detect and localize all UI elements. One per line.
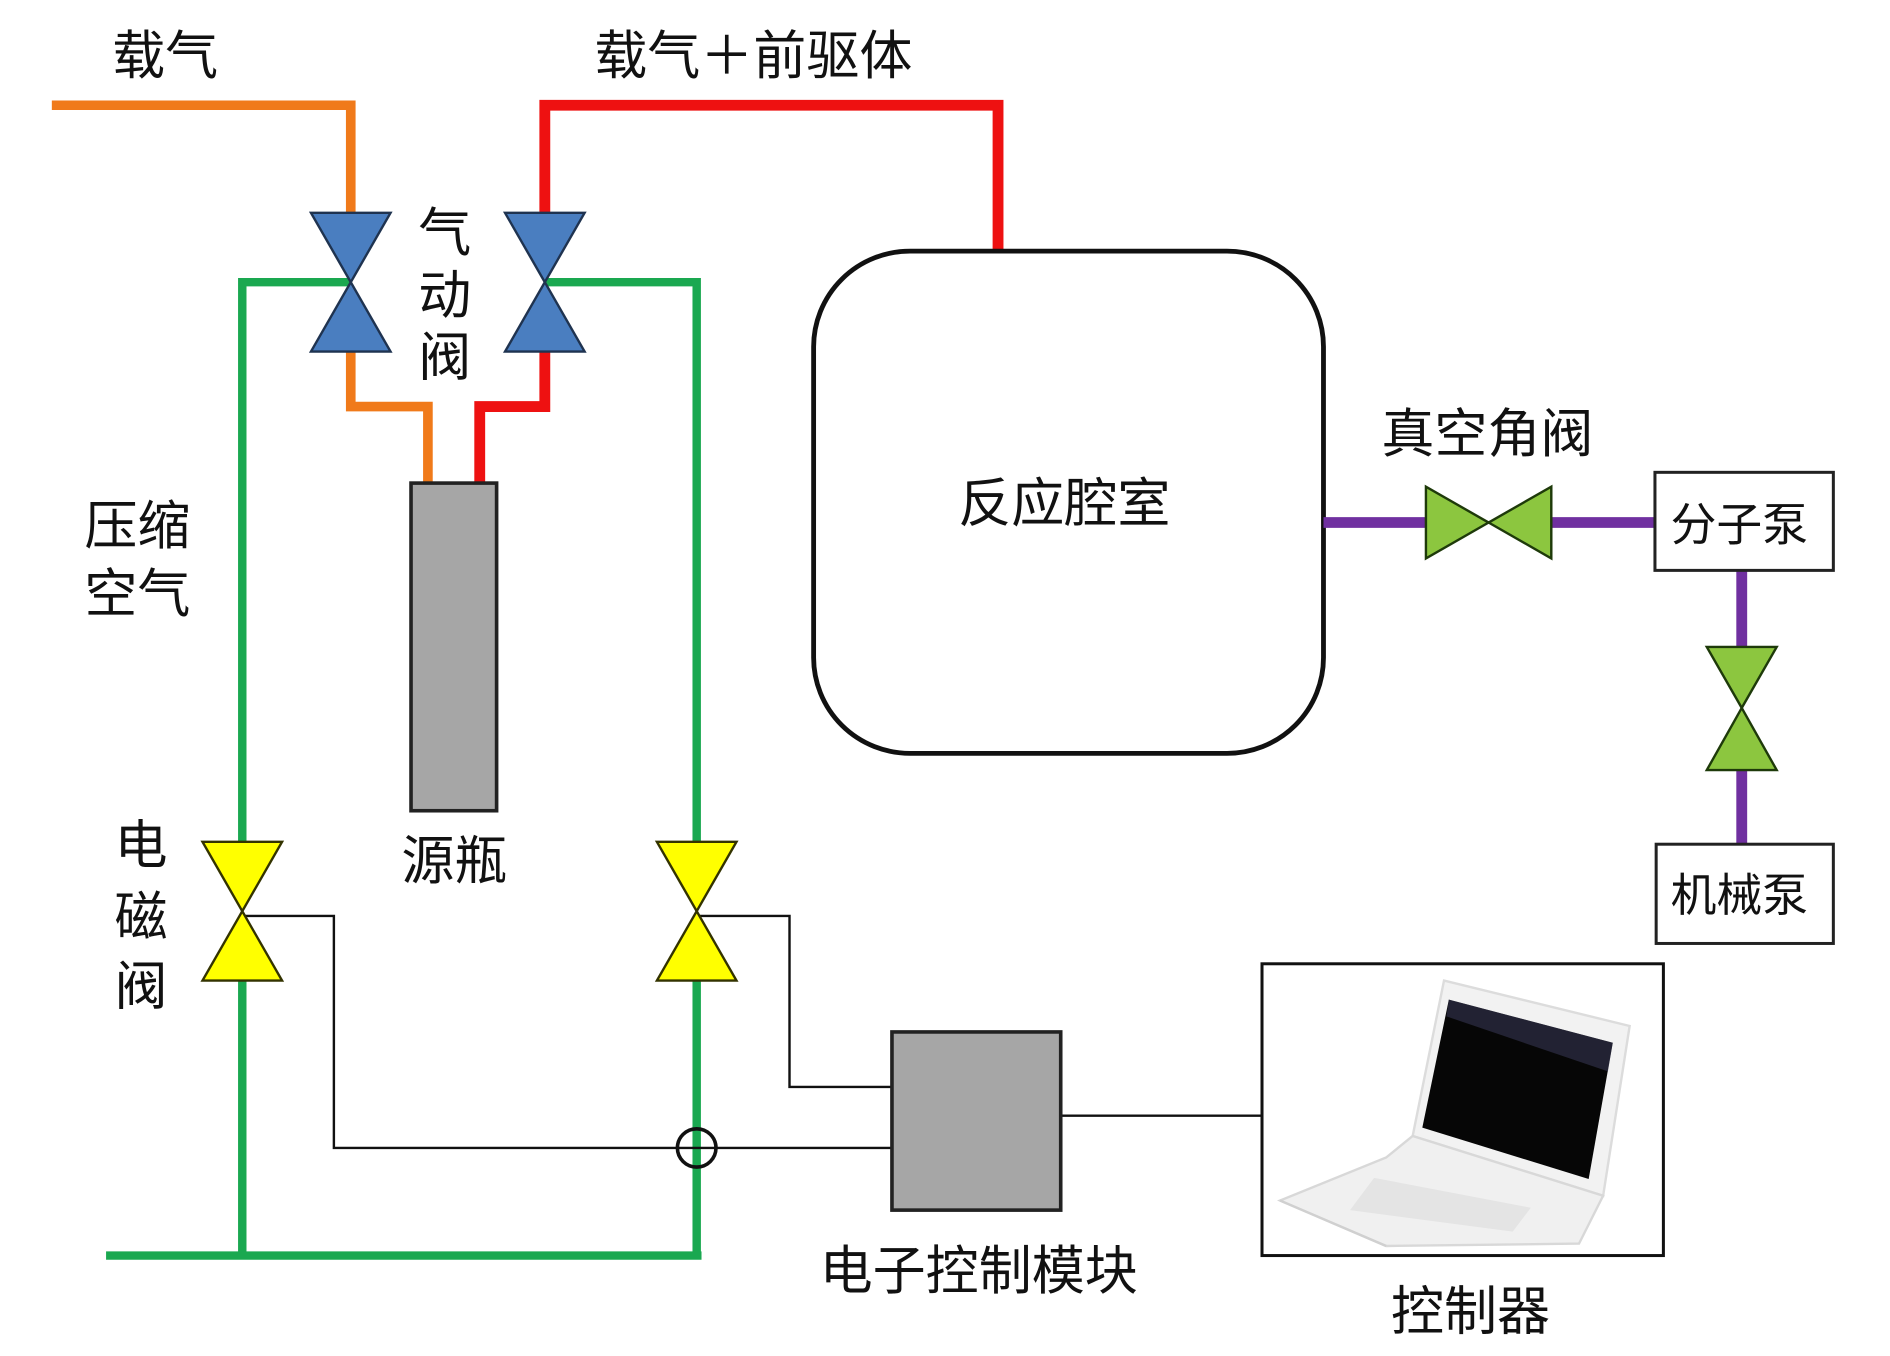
molecular-pump-box [1653,470,1835,572]
svg-text:电: 电 [115,816,168,877]
label-solenoid-valve: 电 磁 阀 [115,816,168,1018]
signal-wires [242,914,1263,1150]
svg-text:动: 动 [418,265,471,326]
laptop-icon [1276,979,1632,1248]
svg-text:气: 气 [418,203,471,264]
vacuum-angle-valve[interactable] [1424,484,1553,561]
label-vacuum-angle-valve: 真空角阀 [1381,404,1593,465]
solenoid-valve-right[interactable] [654,840,739,982]
mechanical-pump-box [1654,842,1835,945]
electronic-control-module [890,1030,1063,1212]
pneumatic-valve-right[interactable] [502,211,587,353]
label-mechanical-pump: 机械泵 [1671,869,1808,922]
wire-crossing-marker [675,1127,718,1169]
foreline-valve[interactable] [1704,645,1779,772]
svg-text:阀: 阀 [115,957,168,1018]
pneumatic-valve-left[interactable] [308,211,393,353]
vacuum-line [1323,517,1748,845]
label-controller: 控制器 [1391,1282,1550,1343]
source-bottle [409,481,499,813]
label-electronic-control-module: 电子控制模块 [820,1241,1138,1302]
svg-text:空气: 空气 [84,564,190,625]
carrier-gas-line [51,100,433,485]
label-source-bottle: 源瓶 [401,831,507,892]
label-reaction-chamber: 反应腔室 [958,474,1170,535]
svg-text:磁: 磁 [115,887,168,948]
svg-text:阀: 阀 [418,328,471,389]
svg-text:压缩: 压缩 [84,496,190,557]
label-molecular-pump: 分子泵 [1671,499,1808,552]
solenoid-valve-left[interactable] [200,840,285,982]
label-pneumatic-valve: 气 动 阀 [418,203,471,388]
label-carrier-gas: 载气 [112,26,218,87]
label-compressed-air: 压缩 空气 [84,496,190,625]
precursor-line [474,99,1004,485]
reaction-chamber [811,248,1326,756]
label-carrier-plus-precursor: 载气＋前驱体 [594,26,912,87]
compressed-air-line [106,278,702,1260]
